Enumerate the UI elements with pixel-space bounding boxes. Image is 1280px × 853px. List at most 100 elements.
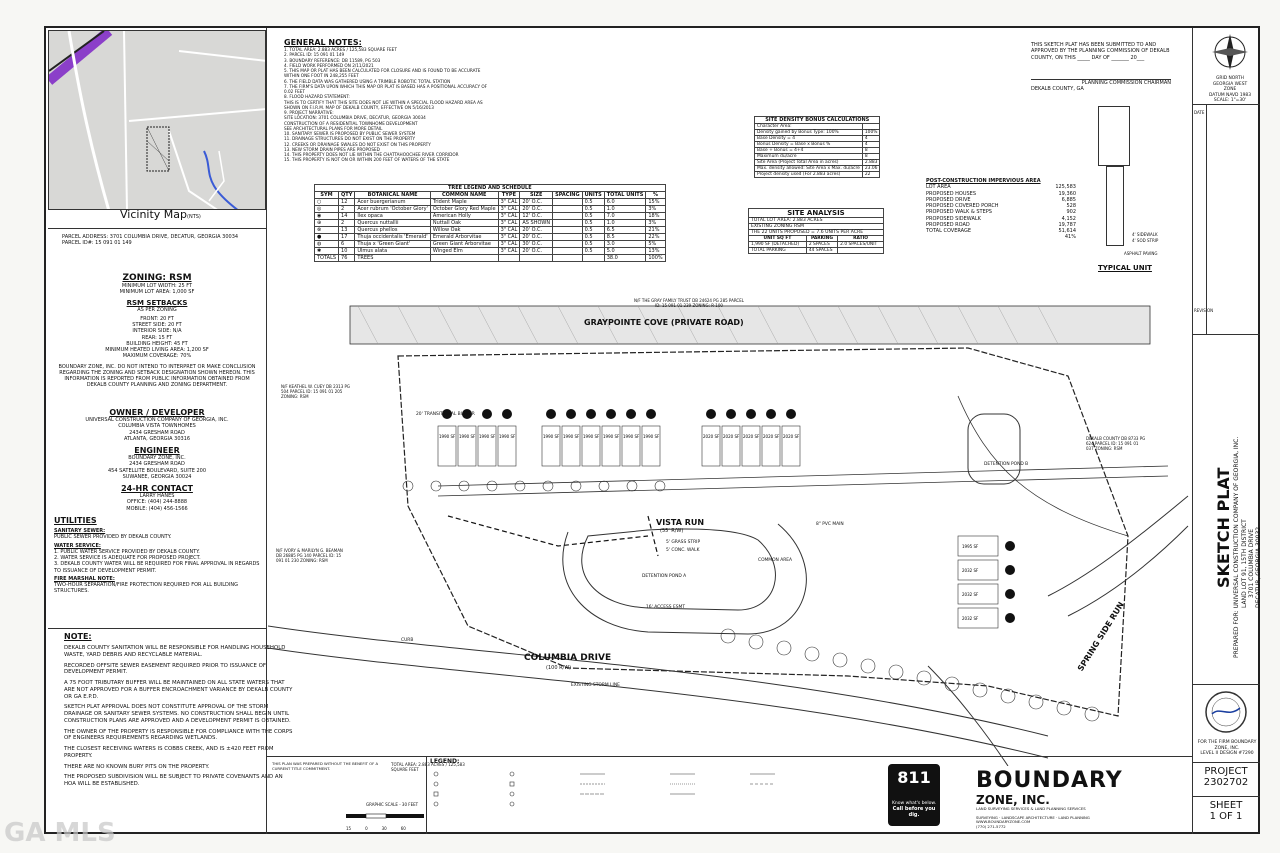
tree-legend-cell: 15% [645,198,666,206]
street-tree-icon [430,480,442,492]
tree-legend-cell: 0.5 [581,198,605,206]
street-tree-icon [514,480,526,492]
zoning-block: ZONING: RSM MINIMUM LOT WIDTH: 25 FT MIN… [48,273,266,389]
parcel-info: PARCEL ADDRESS: 3701 COLUMBIA DRIVE, DEC… [62,234,262,247]
tree-legend-cell: 22% [645,233,666,241]
street-tree-icon [1084,706,1100,722]
street-tree-icon [832,652,848,668]
tree-legend-cell: ⊕ [313,219,340,227]
tree-symbols [402,480,1100,722]
lot-outline [477,425,497,467]
street-tree-icon [944,676,960,692]
tree-legend-cell: 3" CAL [497,205,521,213]
boundary-services: LAND SURVEYING SERVICES & LAND PLANNING … [976,806,1086,811]
common-area-label: COMMON AREA [758,558,793,563]
dekalb-label: DEKALB COUNTY DB 8733 PG 624 PARCEL ID: … [1086,436,1146,451]
tree-legend-cell: 14 [338,212,356,220]
tree-legend-total-cell [429,254,499,262]
lot-label: 1990 SF [603,434,620,439]
owner-block: OWNER / DEVELOPER UNIVERSAL CONSTRUCTION… [48,408,266,512]
typical-unit-label: TYPICAL UNIT [1098,264,1152,272]
tree-legend-cell: 1.0 [603,219,647,227]
approval-block: THIS SKETCH PLAT HAS BEEN SUBMITTED TO A… [1031,42,1171,92]
lot-outline [601,425,621,467]
tree-legend-cell [552,226,583,234]
site-analysis-table: SITE ANALYSIS TOTAL LOT AREA: 2.883 ACRE… [748,208,884,254]
setback-line: STREET SIDE: 20 FT [132,322,182,328]
street-tree-icon [972,682,988,698]
tree-legend-total-cell [497,254,521,262]
tree-legend-total-cell: TOTALS [313,254,340,262]
tree-legend-cell: 0.5 [581,240,605,248]
site-city: DECATUR, GEORGIA 30032 [1255,526,1262,608]
tree-legend-header: SYM [313,191,340,199]
tree-legend-header: QTY [338,191,356,199]
site-bonus-cell: 22 [861,171,881,178]
street-tree-icon [570,480,582,492]
general-notes-title: GENERAL NOTES: [284,38,362,47]
site-bonus-cell: Max. density allowed: Site Area x Max. d… [754,165,863,172]
project-block: PROJECT 2302702 [1192,766,1260,788]
columbia-rw: (100 R/W) [546,665,572,671]
utilities-title: UTILITIES [54,516,97,525]
street-tree-icon [1028,694,1044,710]
engineer-line: 454 SATELLITE BOULEVARD, SUITE 200 [107,467,207,474]
utilities-block: UTILITIES SANITARY SEWER: PUBLIC SEWER P… [54,516,264,595]
sheet-block: SHEET 1 OF 1 [1192,800,1260,822]
pvc-main-label: 8" PVC MAIN [816,522,844,527]
street-tree-icon [720,628,736,644]
typical-unit-drive [1106,166,1124,246]
north-arrow-icon [1212,34,1248,70]
note-paragraph: DEKALB COUNTY SANITATION WILL BE RESPONS… [64,645,286,658]
typical-unit-sidewalk: 4' SIDEWALK [1132,232,1158,237]
tree-legend-title: TREE LEGEND AND SCHEDULE [314,184,666,192]
water-line: 3. DEKALB COUNTY WATER WILL BE REQUIRED … [54,561,260,574]
tree-legend-cell: 13% [645,247,666,255]
site-bonus: SITE DENSITY BONUS CALCULATIONS Characte… [753,116,881,178]
curb-label: CURB [401,638,414,643]
water-line: 1. PUBLIC WATER SERVICE PROVIDED BY DEKA… [54,548,200,555]
tree-legend-cell: 20' O.C. [519,226,554,234]
site-analysis-cell [837,247,884,254]
street-tree-icon [748,634,764,650]
lot-outline-right [957,583,999,605]
note-paragraph: SKETCH PLAT APPROVAL DOES NOT CONSTITUTE… [64,704,291,724]
arborvitae-tree-icon [606,409,616,419]
lot-label: 1990 SF [543,434,560,439]
tree-legend-cell: 8.5 [603,233,647,241]
tree-legend-total-cell: 38.0 [603,254,647,262]
boundary-logo: BOUNDARY ZONE, INC. LAND SURVEYING SERVI… [976,768,1126,830]
boundary-services2: SURVEYING · LANDSCAPE ARCHITECTURE · LAN… [976,814,1090,820]
street-tree-icon [598,480,610,492]
owner-line: COLUMBIA VISTA TOWNHOMES [118,423,196,430]
contact-line: OFFICE: (404) 244-8888 [126,499,188,506]
arborvitae-tree-icon [546,409,556,419]
arborvitae-tree-icon [1005,589,1015,599]
georgia-seal-icon [1205,691,1247,733]
lot-label: 1990 SF [499,434,516,439]
tree-legend-cell: Emerald Arborvitae [429,233,499,241]
arborvitae-tree-icon [1005,613,1015,623]
area-note: TOTAL AREA: 2.883 ACRES / 125,583 SQUARE… [391,762,465,772]
zoning-disclaimer: BOUNDARY ZONE, INC. DO NOT INTEND TO INT… [58,363,256,389]
setback-title: RSM SETBACKS [126,298,188,307]
scale-tick: 30 [381,826,387,831]
tree-legend-cell: 17 [338,233,356,241]
lot-outline [561,425,581,467]
site-bonus-cell: 100% [861,129,881,136]
level-text: LEVEL II DESIGN #7290 [1200,751,1254,757]
street-tree-icon [486,480,498,492]
arborvitae-tree-icon [482,409,492,419]
street-tree-icon [458,480,470,492]
typical-unit-asphalt: ASPHALT PAVING [1124,251,1158,256]
